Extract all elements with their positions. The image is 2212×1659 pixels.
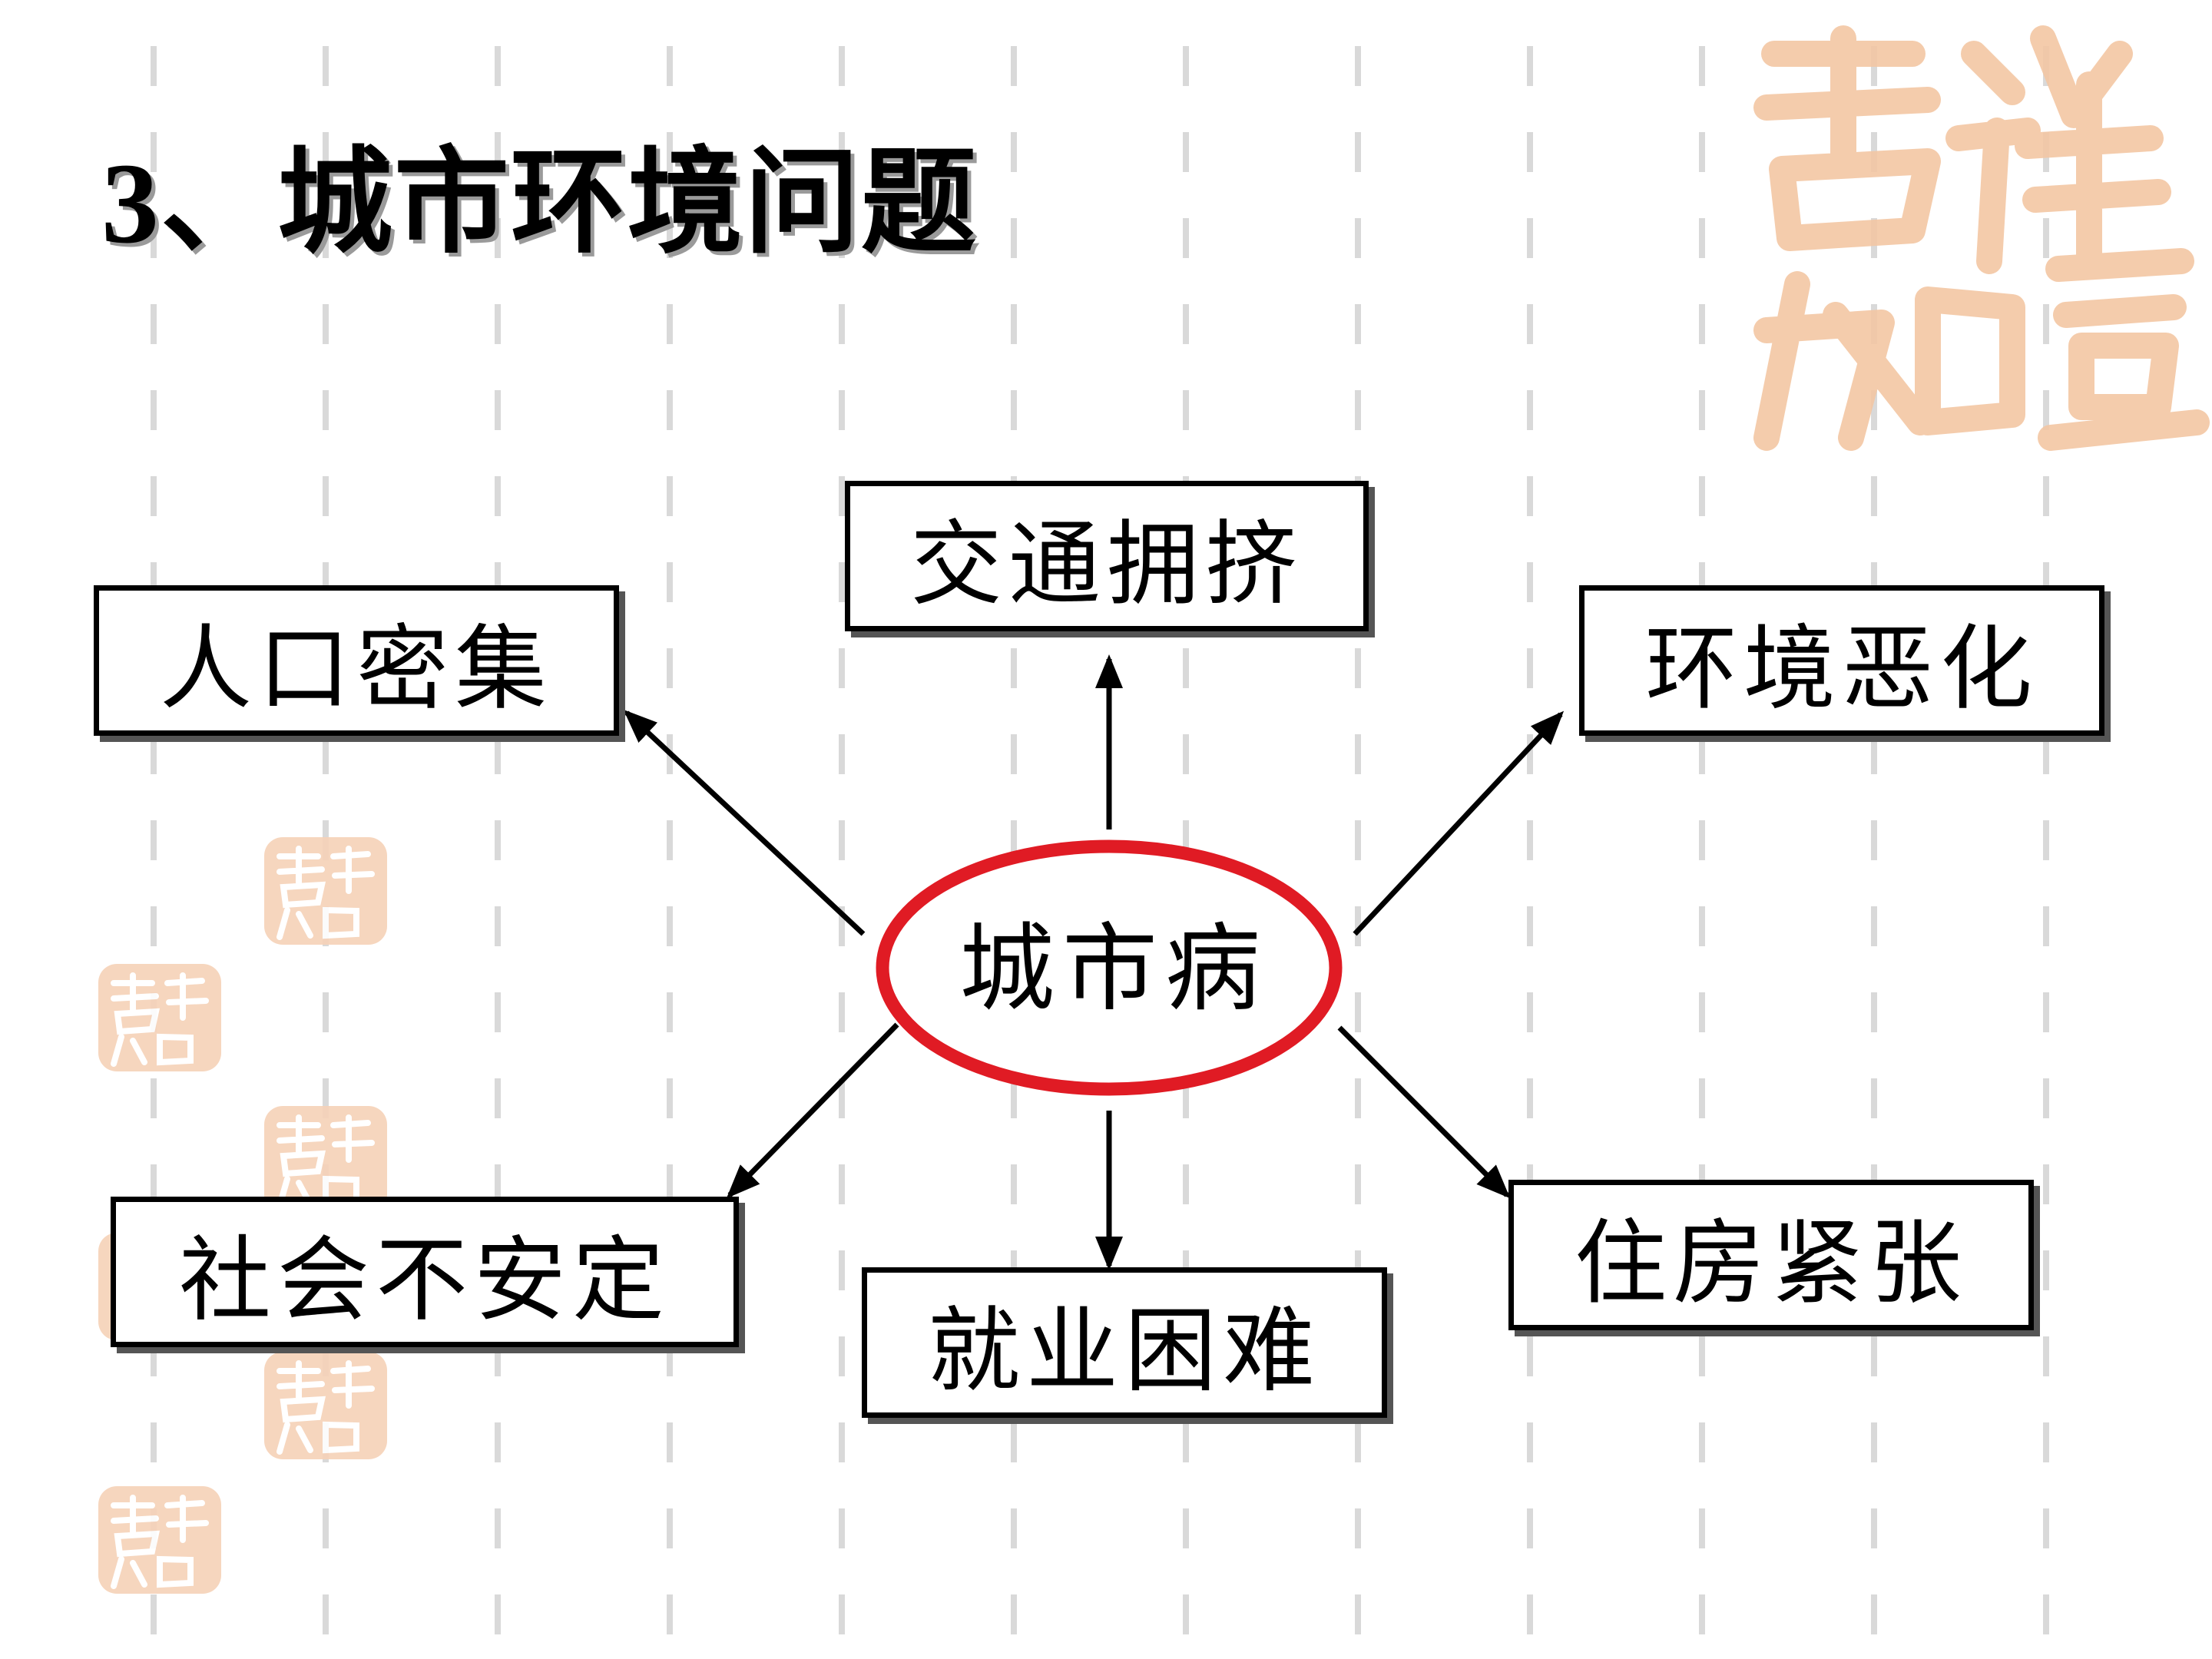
center-label: 城市病	[959, 914, 1268, 1025]
center-ellipse	[876, 839, 1343, 1096]
box-bottom: 就业困难	[862, 1267, 1387, 1418]
box-lower-right-label: 住房紧张	[1575, 1210, 1968, 1317]
arrow-to-lower-right	[1337, 1025, 1511, 1199]
box-lower-left: 社会不安定	[111, 1197, 739, 1347]
box-lower-right: 住房紧张	[1508, 1180, 2034, 1330]
arrow-to-upper-left	[623, 709, 866, 936]
box-upper-right-label: 环境恶化	[1645, 616, 2038, 723]
arrow-to-lower-left	[726, 1022, 899, 1199]
box-top: 交通拥挤	[845, 481, 1369, 631]
box-top-label: 交通拥挤	[910, 512, 1303, 618]
box-upper-right: 环境恶化	[1579, 585, 2104, 736]
box-bottom-label: 就业困难	[928, 1298, 1321, 1405]
box-lower-left-label: 社会不安定	[179, 1227, 671, 1334]
box-upper-left-label: 人口密集	[160, 616, 553, 723]
page-title: 3、城市环境问题	[101, 140, 979, 267]
arrow-to-upper-right	[1353, 710, 1565, 936]
box-upper-left: 人口密集	[94, 585, 619, 736]
